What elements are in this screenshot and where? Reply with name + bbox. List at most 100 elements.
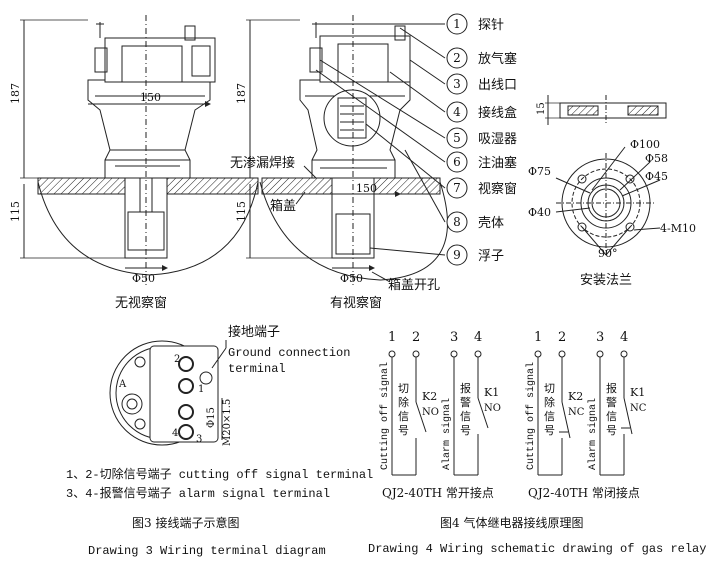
part-name: 探针 [478, 18, 504, 33]
terminal-thread: M20×1.5 [222, 399, 233, 446]
terminal-number: 4 [620, 330, 628, 345]
part-number-circle [446, 13, 468, 35]
relay-right-drawing [246, 15, 448, 285]
terminal-node [620, 350, 628, 358]
part-number: 5 [453, 131, 461, 145]
terminal-node [534, 350, 542, 358]
part-name: 注油塞 [478, 155, 517, 171]
drawing3-caption-en: Drawing 3 Wiring terminal diagram [88, 544, 326, 558]
flange-angle: 90° [598, 247, 618, 260]
drawing3-caption-cn: 图3 接线端子示意图 [132, 515, 239, 530]
terminal-pin-a: A [118, 379, 127, 390]
cut-signal-cn-char: 切 [398, 382, 409, 395]
part-number: 7 [453, 181, 461, 195]
part-number-circle [446, 73, 468, 95]
dim-height-total: 187 [9, 83, 22, 104]
dim-height-lower: 115 [9, 201, 22, 222]
label-box-cover: 箱盖 [270, 198, 296, 214]
flange-bolts: 4-M10 [660, 222, 696, 235]
alarm-signal-cn-char: 报 [606, 381, 617, 395]
part-number-circle [446, 127, 468, 149]
part-number: 6 [453, 155, 461, 169]
alarm-signal-cn-char: 信 [606, 410, 617, 423]
part-number: 4 [453, 105, 461, 119]
cut-signal-cn-char: 信 [398, 410, 409, 423]
contact-k1-type: NO [484, 403, 501, 414]
part-number-circle [446, 211, 468, 233]
part-number-circle [446, 244, 468, 266]
contact-k2-type: NC [568, 407, 585, 418]
terminal-number: 3 [596, 330, 604, 345]
part-number: 3 [453, 77, 461, 91]
terminal-node [558, 350, 566, 358]
flange-d100: Φ100 [630, 138, 660, 151]
contact-k2-type: NO [422, 407, 439, 418]
part-number-circle [446, 47, 468, 69]
cut-signal-en: Cutting off signal [525, 362, 537, 470]
terminal-node [474, 350, 482, 358]
flange-thickness: 15 [536, 102, 547, 115]
terminal-pin-4: 4 [172, 428, 178, 439]
part-name: 出线口 [478, 78, 517, 93]
part-name: 吸湿器 [478, 132, 517, 147]
terminal-node [412, 350, 420, 358]
part-number: 2 [453, 51, 461, 65]
part-number: 8 [453, 215, 461, 229]
part-name: 壳体 [478, 216, 504, 231]
flange-d40: Φ40 [528, 206, 551, 219]
alarm-signal-cn-char: 警 [606, 395, 617, 409]
terminal-node [596, 350, 604, 358]
part-name: 浮子 [478, 249, 504, 264]
cut-signal-cn-char: 除 [398, 395, 409, 409]
terminal-pin-3: 3 [196, 434, 202, 445]
caption-with-window: 有视察窗 [330, 295, 382, 311]
contact-k1 [623, 397, 633, 435]
alarm-signal-en: Alarm signal [441, 398, 453, 470]
terminal-number: 1 [534, 330, 542, 345]
label-box-hole: 箱盖开孔 [388, 277, 440, 293]
dim-dia-bottom: Φ50 [132, 272, 155, 285]
part-number: 9 [453, 248, 461, 262]
part-name: 放气塞 [478, 51, 517, 67]
terminal-number: 4 [474, 330, 482, 345]
contact-k2-label: K2 [568, 390, 583, 403]
terminal-node [450, 350, 458, 358]
alarm-signal-cn-char: 警 [460, 395, 471, 409]
ground-label-en-2: terminal [228, 362, 286, 376]
caption-no-window: 无视察窗 [115, 295, 167, 311]
part-number-circle [446, 101, 468, 123]
terminal-pin-2: 2 [174, 354, 180, 365]
part-number: 1 [453, 17, 461, 31]
terminal-number: 1 [388, 330, 396, 345]
cut-signal-cn-char: 除 [544, 395, 555, 409]
terminal-drawing [109, 340, 227, 446]
label-weld: 无渗漏焊接 [230, 155, 295, 171]
terminal-number: 3 [450, 330, 458, 345]
dim-height-lower-2: 115 [235, 201, 248, 222]
contact-k1-label: K1 [630, 386, 645, 399]
cut-signal-cn-char: 号 [544, 424, 555, 437]
dim-width-top: 150 [140, 91, 161, 104]
cut-signal-cn-char: 切 [544, 382, 555, 395]
relay-left-drawing [20, 15, 259, 285]
cut-signal-en: Cutting off signal [379, 362, 391, 470]
part-number-circle [446, 151, 468, 173]
drawing4-caption-en: Drawing 4 Wiring schematic drawing of ga… [368, 542, 706, 556]
note-alarm: 3、4-报警信号端子 alarm signal terminal [66, 485, 330, 501]
terminal-dia: Φ15 [206, 407, 217, 428]
terminal-pin-1: 1 [198, 384, 204, 395]
alarm-signal-cn-char: 信 [460, 410, 471, 423]
note-cutting: 1、2-切除信号端子 cutting off signal terminal [66, 466, 373, 482]
terminal-node [388, 350, 396, 358]
ground-label-en-1: Ground connection [228, 346, 350, 360]
terminal-number: 2 [412, 330, 420, 345]
flange-caption: 安装法兰 [580, 273, 632, 288]
drawing4-caption-cn: 图4 气体继电器接线原理图 [440, 515, 583, 530]
terminal-number: 2 [558, 330, 566, 345]
flange-drawing [545, 95, 667, 256]
